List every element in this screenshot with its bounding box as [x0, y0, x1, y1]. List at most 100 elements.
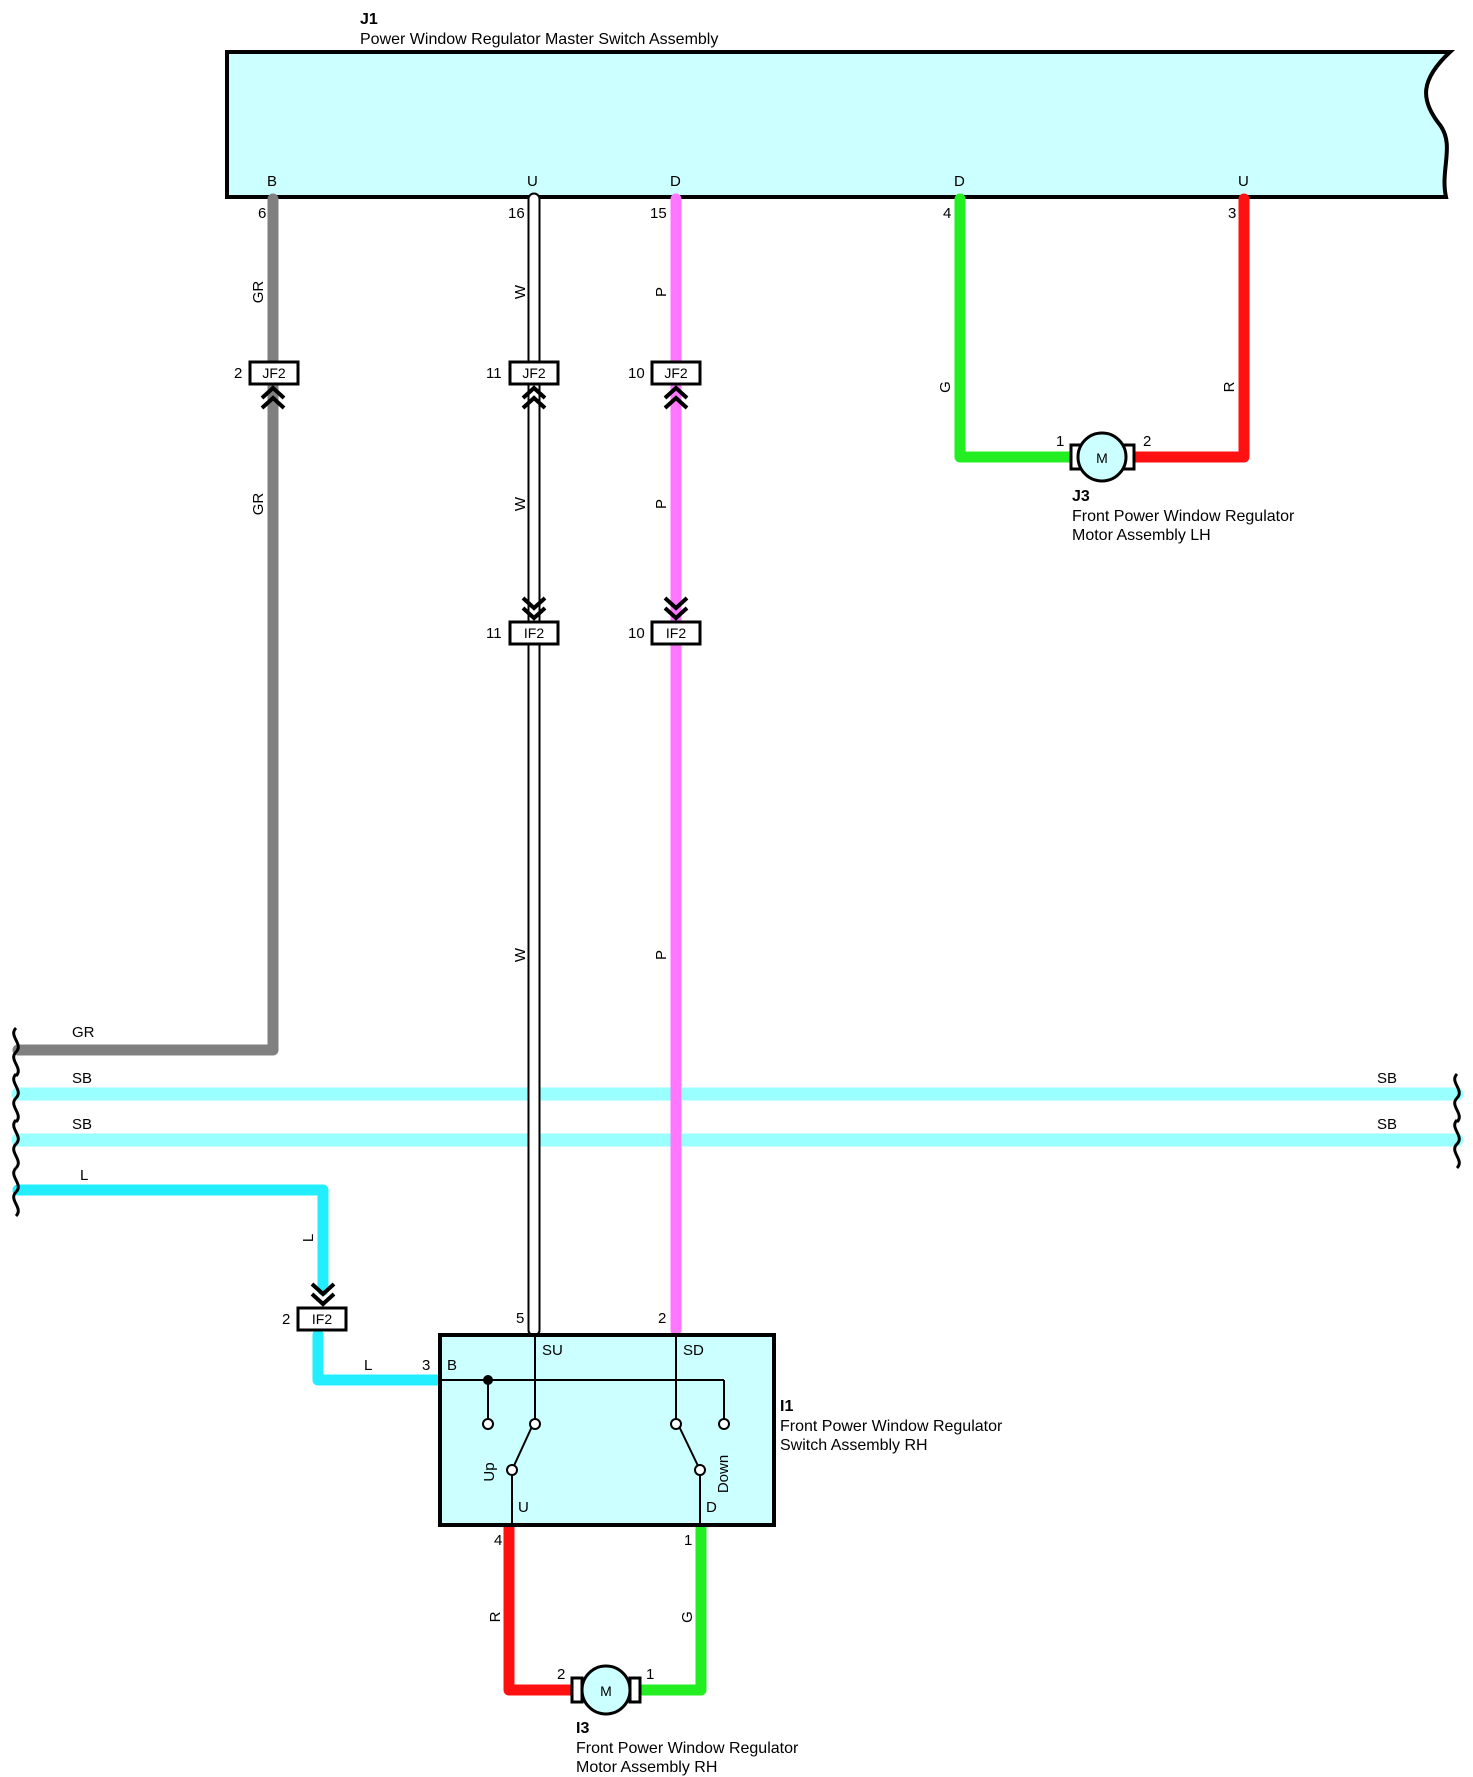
wire-label-g-lh: G [937, 381, 954, 393]
motor-lh-symbol: M [1096, 450, 1108, 466]
connector-jf2-gr-chevrons [260, 385, 286, 410]
pin-r-master: 3 [1228, 205, 1236, 222]
connector-jf2-p-chevrons [663, 385, 689, 410]
wire-gr [12, 193, 279, 1056]
connector-jf2-w-chevrons [521, 385, 547, 410]
master-switch-assembly: J1 Power Window Regulator Master Switch … [225, 11, 1456, 199]
switch-rh-body [438, 1333, 776, 1527]
motor-lh-pin-left: 1 [1056, 433, 1064, 450]
motor-rh: M 2 1 I3 Front Power Window Regulator Mo… [557, 1664, 799, 1776]
connector-jf2-w-label: JF2 [522, 365, 546, 381]
wire-label-l-vert: L [300, 1234, 317, 1242]
motor-lh-code: J3 [1072, 488, 1090, 505]
connector-jf2-gr-label: JF2 [262, 365, 286, 381]
wire-label-r-lh: R [1221, 381, 1238, 392]
wire-l-lower [312, 1329, 443, 1386]
break-mark-sb-upper-left [12, 1072, 20, 1124]
wire-label-sb-upper-left: SB [72, 1070, 92, 1087]
wire-label-w-top: W [512, 284, 529, 299]
switch-rh-b-junction [483, 1375, 493, 1385]
wire-r-rh [503, 1519, 581, 1696]
break-mark-sb-lower-left [12, 1118, 20, 1170]
wire-l-upper [12, 1184, 329, 1296]
master-switch-name: Power Window Regulator Master Switch Ass… [360, 31, 718, 48]
motor-rh-name-line2: Motor Assembly RH [576, 1759, 717, 1776]
wire-label-gr-top: GR [250, 281, 267, 304]
wire-label-l-horiz-top: L [80, 1167, 88, 1184]
connector-if2-l: IF2 2 [282, 1282, 348, 1332]
motor-rh-circle [580, 1664, 632, 1716]
wire-label-sb-lower-right: SB [1377, 1116, 1397, 1133]
connector-if2-w: IF2 11 [486, 596, 560, 646]
wire-label-gr-horiz: GR [72, 1024, 95, 1041]
wire-label-p-mid: P [653, 499, 670, 509]
pin-w-master: 16 [508, 205, 525, 222]
pin-gr-master: 6 [258, 205, 266, 222]
master-terminal-u: U [527, 173, 538, 190]
switch-rh-contact-b-down [718, 1418, 730, 1430]
inline-connectors: JF2 2 JF2 11 JF2 10 IF2 11 IF [234, 360, 702, 1332]
connector-if2-l-pin: 2 [282, 1311, 290, 1328]
wire-label-sb-upper-right: SB [1377, 1070, 1397, 1087]
switch-rh-contact-sd [670, 1418, 682, 1430]
wire-labels: GR GR W W W P P P G R L R G GR SB SB SB … [72, 281, 1397, 1623]
connector-jf2-w-pin: 11 [486, 365, 502, 382]
wire-label-r-rh: R [487, 1611, 504, 1622]
wire-label-w-mid: W [512, 496, 529, 511]
switch-rh-name-line2: Switch Assembly RH [780, 1437, 928, 1454]
break-mark-sb-lower-right [1453, 1118, 1461, 1170]
connector-if2-p-pin: 10 [628, 625, 645, 642]
connector-if2-p-box [650, 620, 702, 646]
connector-jf2-p: JF2 10 [628, 360, 702, 410]
motor-lh-name-line1: Front Power Window Regulator [1072, 508, 1295, 525]
motor-lh-name-line2: Motor Assembly LH [1072, 527, 1211, 544]
switch-rh-terminal-b: B [447, 1357, 457, 1374]
break-marks [12, 1026, 1461, 1218]
switch-assembly-rh: SU SD B U D Up Down 5 2 3 4 1 I1 Front P… [422, 1310, 1003, 1549]
switch-rh-contact-d [694, 1464, 706, 1476]
switch-rh-contact-u [506, 1464, 518, 1476]
switch-rh-name-line1: Front Power Window Regulator [780, 1418, 1003, 1435]
motor-lh-circle [1076, 431, 1128, 483]
connector-jf2-gr-pin: 2 [234, 365, 242, 382]
motor-rh-code: I3 [576, 1720, 589, 1737]
master-terminal-b: B [267, 173, 277, 190]
connector-if2-l-chevrons [310, 1282, 336, 1307]
master-terminal-u-lh: U [1238, 173, 1249, 190]
master-terminal-d: D [670, 173, 681, 190]
break-mark-sb-upper-right [1453, 1072, 1461, 1124]
connector-if2-w-chevrons [521, 596, 547, 621]
motor-rh-symbol: M [600, 1683, 612, 1699]
connector-if2-p-label: IF2 [666, 625, 686, 641]
wire-r-lh [1124, 193, 1250, 463]
connector-jf2-p-box [650, 360, 702, 386]
connector-if2-w-label: IF2 [524, 625, 544, 641]
connector-jf2-gr: JF2 2 [234, 360, 300, 410]
connector-if2-w-pin: 11 [486, 625, 502, 642]
motor-lh-pin-right: 2 [1143, 433, 1151, 450]
switch-rh-pin-su: 5 [516, 1310, 524, 1327]
switch-rh-pin-sd: 2 [658, 1310, 666, 1327]
master-switch-body [225, 50, 1456, 199]
switch-rh-terminal-d: D [706, 1499, 717, 1516]
break-mark-gr [12, 1026, 20, 1078]
pin-p-master: 15 [650, 205, 667, 222]
switch-rh-code: I1 [780, 1398, 793, 1415]
connector-if2-l-box [296, 1306, 348, 1332]
master-terminal-d-lh: D [954, 173, 965, 190]
wire-label-g-rh: G [679, 1611, 696, 1623]
pin-numbers: 6 16 15 4 3 [258, 205, 1236, 222]
wire-label-sb-lower-left: SB [72, 1116, 92, 1133]
break-mark-l [12, 1166, 20, 1218]
wire-label-p-top: P [653, 287, 670, 297]
master-switch-code: J1 [360, 11, 378, 28]
switch-rh-terminal-su: SU [542, 1342, 563, 1359]
switch-rh-pin-b: 3 [422, 1357, 430, 1374]
motor-lh: M 1 2 J3 Front Power Window Regulator Mo… [1056, 431, 1295, 544]
switch-rh-contact-b-up [482, 1418, 494, 1430]
connector-jf2-w-box [508, 360, 560, 386]
switch-rh-pin-u: 4 [494, 1532, 502, 1549]
connector-if2-l-label: IF2 [312, 1311, 332, 1327]
wire-label-l-horiz-bottom: L [364, 1357, 372, 1374]
